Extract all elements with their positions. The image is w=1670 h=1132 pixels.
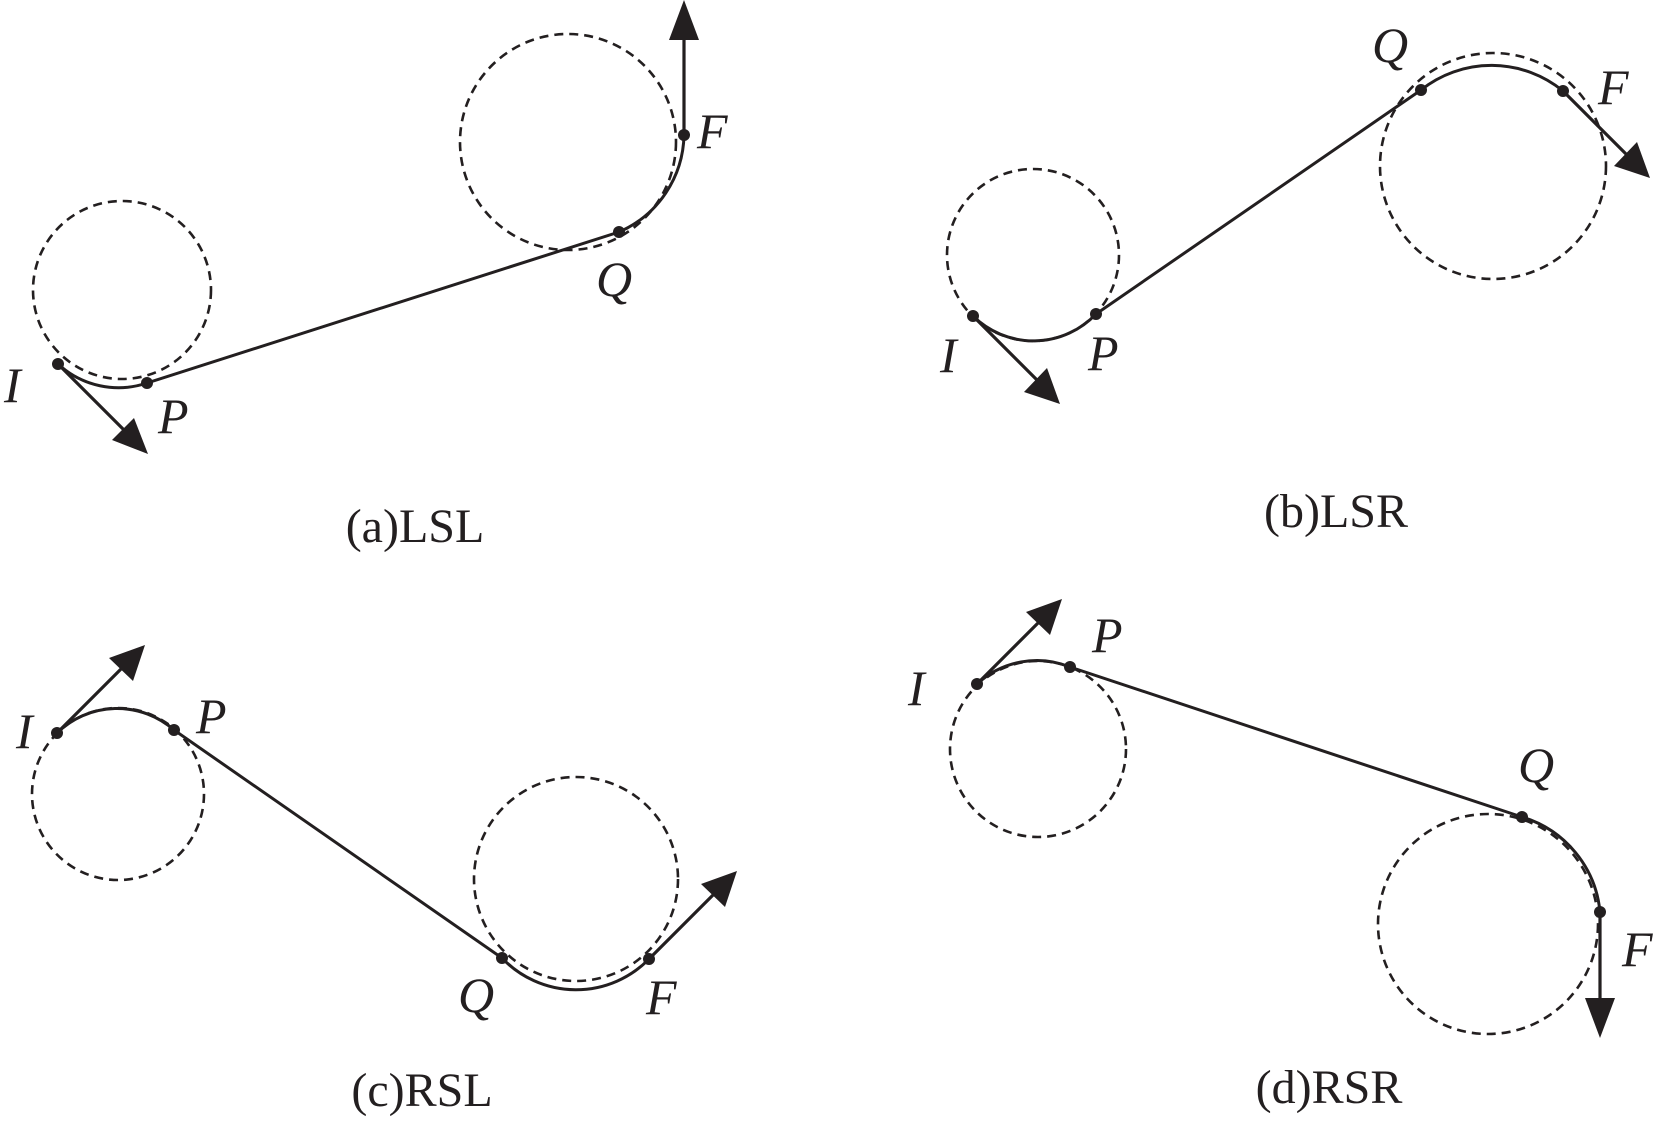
point-q [1516, 811, 1528, 823]
start-heading-arrow-shaft [971, 314, 1043, 386]
caption-rsl: (c)RSL [351, 1064, 492, 1117]
point-i [967, 310, 979, 322]
label-p: P [195, 688, 227, 744]
start-turn-circle [948, 659, 1128, 839]
label-q: Q [596, 251, 632, 307]
label-q: Q [1518, 737, 1554, 793]
start-heading-arrow-shaft [56, 362, 130, 436]
point-p [1064, 661, 1076, 673]
end-heading-arrow-shaft [647, 888, 720, 961]
label-q: Q [1372, 17, 1408, 73]
end-heading-arrowhead [701, 871, 737, 907]
end-heading-arrowhead [669, 0, 699, 40]
end-heading-arrow-shaft [1561, 89, 1632, 160]
start-turn-circle [31, 199, 213, 381]
point-f [678, 129, 690, 141]
point-q [496, 952, 508, 964]
start-heading-arrowhead [112, 418, 148, 454]
rsl-path [55, 707, 651, 992]
end-heading-arrowhead [1585, 998, 1615, 1038]
label-p: P [1087, 325, 1119, 381]
label-f: F [1621, 921, 1653, 977]
label-i: I [907, 660, 927, 716]
point-f [1557, 85, 1569, 97]
point-p [168, 724, 180, 736]
caption-lsr: (b)LSR [1264, 485, 1408, 538]
point-f [643, 953, 655, 965]
point-p [1090, 308, 1102, 320]
start-heading-arrow-shaft [55, 662, 128, 735]
label-f: F [645, 969, 677, 1025]
point-i [51, 727, 63, 739]
label-p: P [157, 388, 189, 444]
end-turn-circle [1378, 51, 1608, 281]
point-i [971, 678, 983, 690]
start-heading-arrowhead [109, 645, 145, 681]
start-turn-circle [945, 167, 1121, 343]
point-p [141, 377, 153, 389]
lsl-path [56, 134, 686, 390]
panel-lsl: I P Q F (a)LSL [3, 0, 728, 553]
lsr-path [971, 63, 1564, 343]
panel-rsr: I P Q F (d)RSR [907, 599, 1653, 1114]
start-heading-arrowhead [1026, 599, 1062, 635]
end-turn-circle [472, 775, 680, 983]
label-f: F [1597, 59, 1629, 115]
start-heading-arrow-shaft [975, 616, 1045, 686]
label-f: F [696, 103, 728, 159]
end-turn-circle [458, 32, 678, 252]
start-heading-arrowhead [1024, 368, 1060, 404]
label-p: P [1091, 607, 1123, 663]
end-heading-arrowhead [1614, 142, 1650, 178]
caption-lsl: (a)LSL [346, 500, 485, 553]
caption-rsr: (d)RSR [1256, 1061, 1403, 1114]
label-q: Q [458, 967, 494, 1023]
point-i [52, 358, 64, 370]
label-i: I [15, 703, 35, 759]
end-turn-circle [1376, 812, 1600, 1036]
label-i: I [939, 327, 959, 383]
panel-rsl: I P Q F (c)RSL [15, 645, 737, 1117]
rsr-path [975, 659, 1602, 913]
point-q [1415, 84, 1427, 96]
point-q [613, 226, 625, 238]
point-f [1594, 906, 1606, 918]
panel-lsr: I P Q F (b)LSR [939, 17, 1650, 538]
label-i: I [3, 357, 23, 413]
start-turn-circle [30, 706, 206, 882]
